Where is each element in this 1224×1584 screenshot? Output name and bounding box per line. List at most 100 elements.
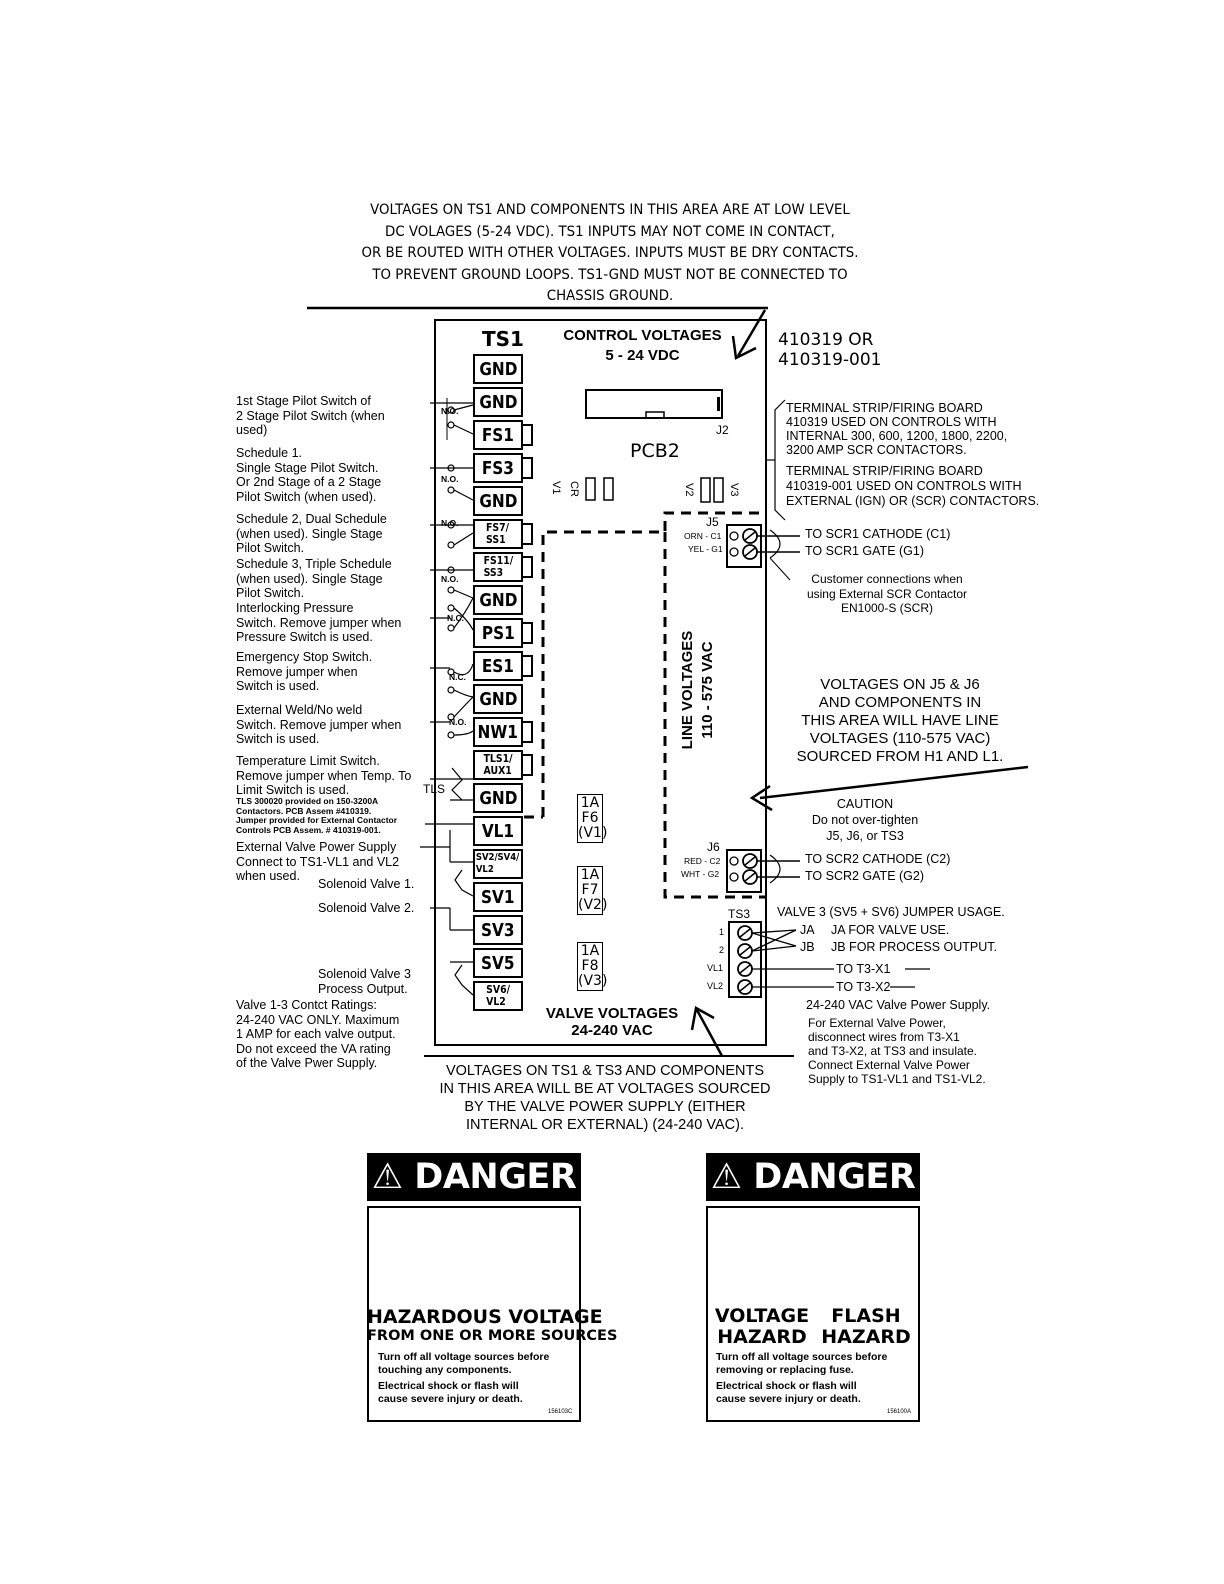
label-line: Remove jumper when xyxy=(236,664,358,679)
terminal-label: PS1 xyxy=(481,622,515,644)
danger-title: HAZARDOUS VOLTAGE xyxy=(367,1306,603,1328)
label-line: Single Stage Pilot Switch. xyxy=(236,460,379,475)
fuse-circuit-value: V1 xyxy=(583,825,602,841)
terminal-tab xyxy=(523,754,533,776)
label-line: VOLTAGE xyxy=(714,1305,810,1327)
wht-g2-label: WHT - G2 xyxy=(681,869,720,879)
label-line: of the Valve Pwer Supply. xyxy=(236,1056,378,1070)
ts3-pin: VL1 xyxy=(707,963,724,973)
terminal-label: GND xyxy=(478,358,518,380)
fuse-id: F6 xyxy=(581,810,599,826)
tls-note: TLS 300020 provided on 150-3200A Contact… xyxy=(236,796,398,835)
voltage-hazard-title: VOLTAGE HAZARD xyxy=(712,1306,812,1348)
label-line: FLASH xyxy=(831,1305,901,1327)
label-line: For External Valve Power, xyxy=(808,1016,946,1030)
yel-g1-label: YEL - G1 xyxy=(688,544,723,554)
no-mark: N.O. xyxy=(441,474,459,484)
label-line: Contactors. PCB Assem #410319. xyxy=(236,805,372,816)
v1-label: V1 xyxy=(550,481,562,495)
fuse-body: 1A F6 (V1) xyxy=(577,794,607,843)
terminal-gnd: GND xyxy=(473,585,523,615)
terminal-vl1: VL1 xyxy=(473,816,523,846)
estop-label: Emergency Stop Switch. Remove jumper whe… xyxy=(236,650,372,694)
line-voltages-title: LINE VOLTAGES xyxy=(679,630,696,750)
label-line: touching any components. xyxy=(378,1363,512,1376)
terminal-strip-note-1: TERMINAL STRIP/FIRING BOARD 410319 USED … xyxy=(786,401,1007,457)
label-line: Do not over-tighten xyxy=(811,813,919,827)
label-line: 1 AMP for each valve output. xyxy=(236,1027,396,1041)
label-line: TERMINAL STRIP/FIRING BOARD xyxy=(786,464,983,478)
fuse-circuit-value: V2 xyxy=(583,897,602,913)
fuse-rating: 1A xyxy=(580,943,600,959)
terminal-es1: ES1 xyxy=(473,651,523,681)
fuse-circuit-value: V3 xyxy=(583,973,602,989)
valve-voltages-range: 24-240 VAC xyxy=(571,1022,653,1039)
fuse-id: F8 xyxy=(581,958,599,974)
label-line: EXTERNAL (IGN) OR (SCR) CONTACTORS. xyxy=(786,494,1040,508)
ext-valve-power-note: For External Valve Power, disconnect wir… xyxy=(808,1016,986,1086)
v2-label: V2 xyxy=(683,483,695,497)
fuse-f6: 1A F6 (V1) xyxy=(577,794,607,843)
j5-label: J5 xyxy=(706,515,719,529)
v3-label: V3 xyxy=(728,483,740,497)
line-voltages-label: LINE VOLTAGES 110 - 575 VAC xyxy=(678,620,718,760)
label-line: Schedule 3, Triple Schedule xyxy=(236,557,392,571)
orn-c1-label: ORN - C1 xyxy=(684,531,722,541)
board-outline xyxy=(434,319,767,1046)
label-line: disconnect wires from T3-X1 xyxy=(808,1030,960,1044)
terminal-sv6-vl2: SV6/ VL2 xyxy=(473,981,523,1011)
part-number-line: 410319-001 xyxy=(778,350,882,370)
label-line: SOURCED FROM H1 AND L1. xyxy=(796,748,1004,765)
label-line: Interlocking Pressure xyxy=(236,601,354,615)
label-line: TLS 300020 provided on 150-3200A xyxy=(236,796,379,806)
solenoid2-label: Solenoid Valve 2. xyxy=(318,901,415,915)
danger-banner: ⚠ DANGER xyxy=(367,1153,581,1201)
ja-label: JA xyxy=(800,923,815,937)
ts3-pin: 1 xyxy=(719,927,725,937)
label-line: Valve 1-3 Contct Ratings: xyxy=(236,998,377,1012)
label-line: cause severe injury or death. xyxy=(378,1392,523,1405)
label-line: Process Output. xyxy=(318,981,408,996)
header-line: DC VOLAGES (5-24 VDC). TS1 INPUTS MAY NO… xyxy=(385,223,835,240)
label-line: HAZARD xyxy=(717,1326,807,1348)
terminal-ps1: PS1 xyxy=(473,618,523,648)
label-line: VOLTAGES ON TS1 & TS3 AND COMPONENTS xyxy=(445,1063,764,1079)
solenoid3-label: Solenoid Valve 3 Process Output. xyxy=(318,967,411,996)
no-mark: N.O. xyxy=(441,518,459,528)
label-line: Connect External Valve Power xyxy=(808,1058,970,1072)
ts3-pin: VL2 xyxy=(707,981,724,991)
terminal-sv2-sv4-vl2: SV2/SV4/ VL2 xyxy=(473,849,523,879)
valve3-jumper-label: VALVE 3 (SV5 + SV6) JUMPER USAGE. xyxy=(777,905,1005,919)
part-number-line: 410319 OR xyxy=(778,330,874,350)
j2-connector xyxy=(585,389,723,419)
header-line: VOLTAGES ON TS1 AND COMPONENTS IN THIS A… xyxy=(370,202,850,218)
danger-text-block: Turn off all voltage sources before remo… xyxy=(716,1351,887,1405)
no-mark: N.O. xyxy=(441,574,459,584)
customer-connections-label: Customer connections when using External… xyxy=(792,572,982,616)
danger-sign-hazardous-voltage xyxy=(367,1206,581,1422)
terminal-label: GND xyxy=(478,589,518,611)
label-line: TERMINAL STRIP/FIRING BOARD xyxy=(786,401,983,415)
ja-text: JA FOR VALVE USE. xyxy=(831,923,950,937)
label-line: Limit Switch is used. xyxy=(236,783,350,797)
label-line: IN THIS AREA WILL BE AT VOLTAGES SOURCED xyxy=(439,1081,771,1097)
label-line: Jumper provided for External Contactor xyxy=(236,815,398,825)
nc-mark: N.C. xyxy=(447,613,464,623)
header-note: VOLTAGES ON TS1 AND COMPONENTS IN THIS A… xyxy=(325,200,895,308)
fuse-rating: 1A xyxy=(580,867,600,883)
label-line: Supply to TS1-VL1 and TS1-VL2. xyxy=(808,1072,986,1086)
terminal-gnd: GND xyxy=(473,486,523,516)
warning-icon: ⚠ xyxy=(371,1157,403,1197)
terminal-fs3: FS3 xyxy=(473,453,523,483)
label-line: Schedule 1. xyxy=(236,446,303,460)
valve-power-supply-label: 24-240 VAC Valve Power Supply. xyxy=(806,998,991,1012)
weld-label: External Weld/No weld Switch. Remove jum… xyxy=(236,703,401,747)
header-line: CHASSIS GROUND. xyxy=(546,288,674,304)
sign-code: 156103C xyxy=(548,1409,573,1415)
control-voltages-title: CONTROL VOLTAGES xyxy=(563,327,722,344)
terminal-label: SV6/ VL2 xyxy=(486,983,510,1008)
line-voltages-range: 110 - 575 VAC xyxy=(699,641,716,739)
terminal-tab xyxy=(523,457,533,479)
ts3-label: TS3 xyxy=(728,907,751,921)
fuse-f7: 1A F7 (V2) xyxy=(577,866,607,915)
